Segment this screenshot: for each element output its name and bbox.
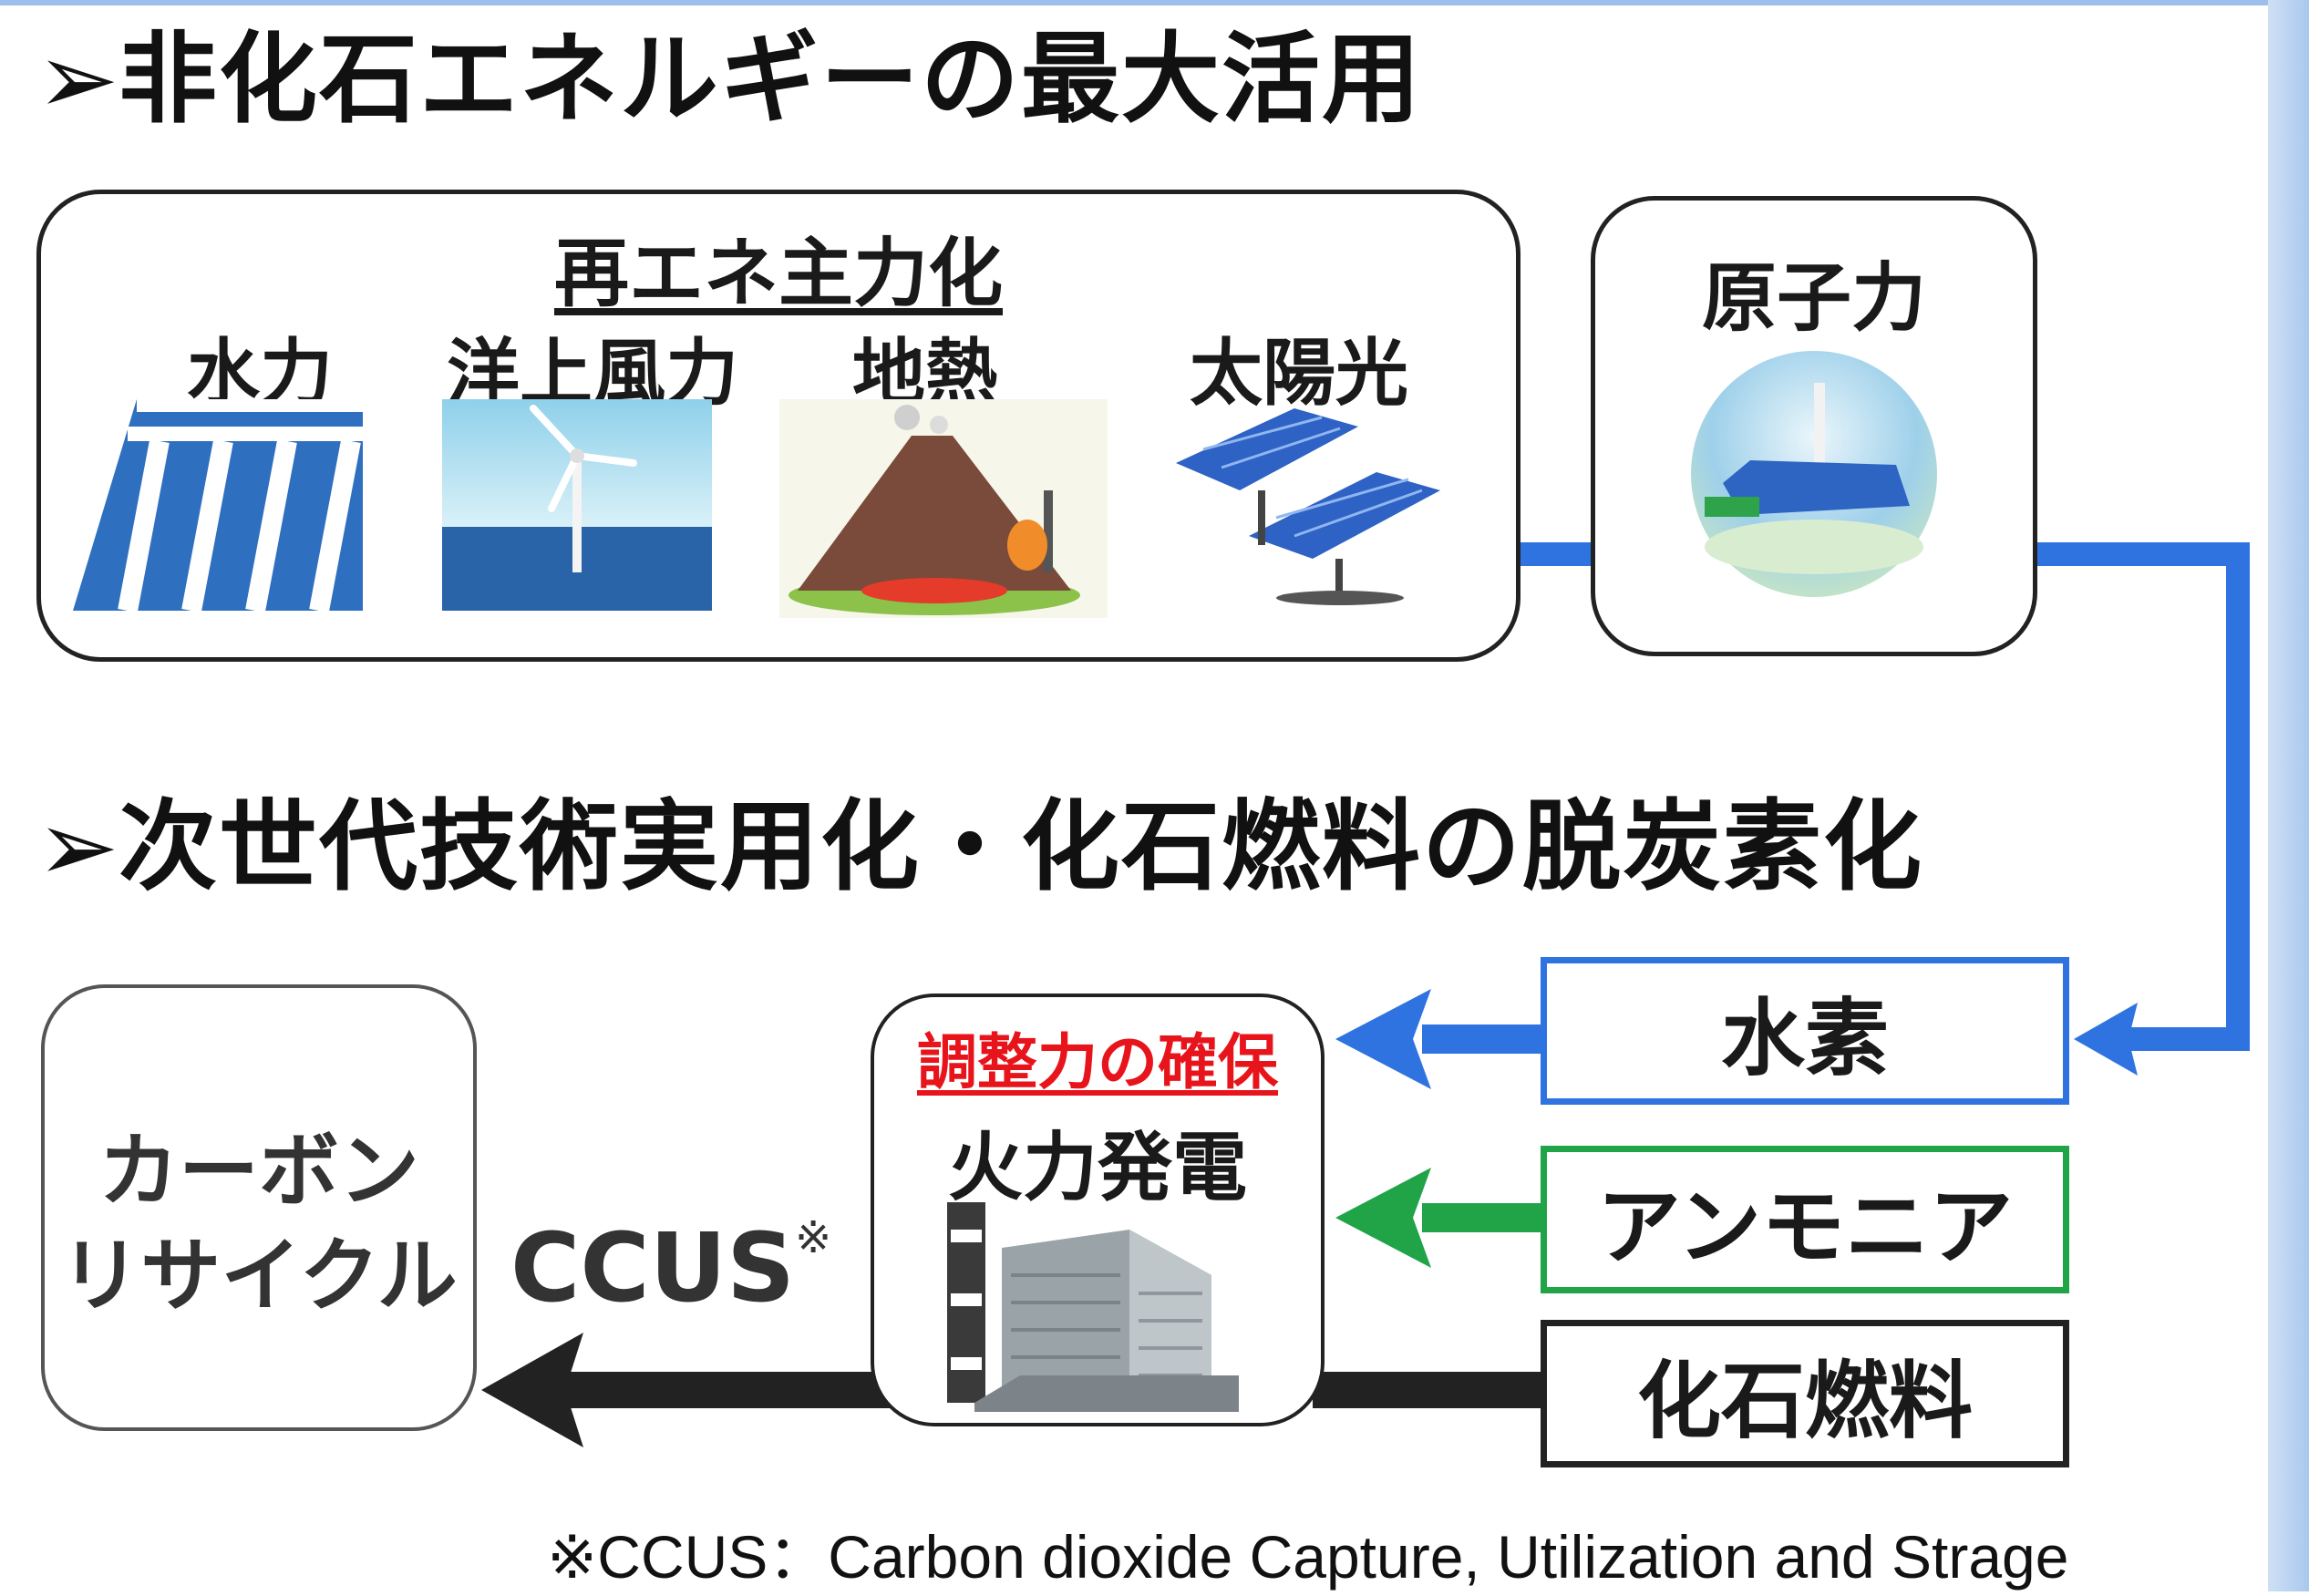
section2-heading: ➢次世代技術実用化・化石燃料の脱炭素化 <box>36 793 1923 902</box>
solar-panel-icon <box>1149 399 1468 618</box>
connector-thermal-to-recycle <box>565 1372 893 1408</box>
nuclear-label: 原子力 <box>1701 255 1926 342</box>
section1-heading: ➢非化石エネルギーの最大活用 <box>36 26 1422 135</box>
arrowhead-into-carbon-recycle <box>481 1333 583 1447</box>
arrowhead-into-hydrogen <box>2074 1003 2138 1076</box>
ccus-label: CCUS※ <box>510 1212 831 1323</box>
ccus-text: CCUS <box>510 1212 795 1323</box>
nuclear-box: 原子力 <box>1591 196 2037 656</box>
connector-nuclear-to-hydrogen <box>2037 542 2250 1051</box>
ccus-note-mark: ※ <box>795 1212 832 1263</box>
hydrogen-label: 水素 <box>1720 989 1889 1087</box>
side-decoration-strip <box>2268 0 2309 1591</box>
connector-hydrogen-to-thermal <box>1422 1025 1541 1054</box>
renewable-label-solar: 太陽光 <box>1190 331 1408 416</box>
connector-fossil-to-thermal <box>1313 1372 1541 1408</box>
section2-title: 次世代技術実用化・化石燃料の脱炭素化 <box>119 790 1924 904</box>
fossil-fuel-box: 化石燃料 <box>1541 1320 2069 1467</box>
thermal-power-plant-icon <box>938 1193 1248 1412</box>
renewables-heading: 再エネ主力化 <box>553 231 1003 317</box>
ammonia-box: アンモニア <box>1541 1146 2069 1293</box>
footnote: ※CCUS：Carbon dioxide Capture, Utilizatio… <box>547 1523 2069 1591</box>
section1-title: 非化石エネルギーの最大活用 <box>119 23 1423 137</box>
connector-ammonia-to-thermal <box>1422 1203 1541 1232</box>
carbon-recycle-box: カーボン リサイクル <box>41 984 477 1431</box>
renewables-box: 再エネ主力化 水力 洋上風力 地熱 太陽光 <box>36 190 1520 662</box>
connector-renewables-to-nuclear <box>1518 542 1591 566</box>
carbon-recycle-line2: リサイクル <box>60 1229 458 1323</box>
carbon-recycle-line1: カーボン <box>98 1124 419 1218</box>
bullet-arrow-icon: ➢ <box>36 790 121 904</box>
thermal-power-box: 調整力の確保 火力発電 <box>871 994 1325 1426</box>
thermal-power-label: 火力発電 <box>947 1125 1247 1211</box>
ammonia-label: アンモニア <box>1596 1178 2014 1276</box>
adjustment-capacity-note: 調整力の確保 <box>917 1027 1278 1097</box>
hydro-dam-icon <box>73 399 363 613</box>
arrowhead-into-thermal-blue <box>1335 989 1431 1089</box>
hydrogen-box: 水素 <box>1541 957 2069 1105</box>
arrowhead-into-thermal-green <box>1335 1168 1431 1268</box>
bullet-arrow-icon: ➢ <box>36 23 121 137</box>
offshore-wind-turbine-icon <box>442 399 712 611</box>
top-border <box>0 0 2268 5</box>
geothermal-volcano-icon <box>779 399 1108 618</box>
fossil-fuel-label: 化石燃料 <box>1636 1352 1973 1450</box>
nuclear-plant-icon <box>1686 346 1942 602</box>
